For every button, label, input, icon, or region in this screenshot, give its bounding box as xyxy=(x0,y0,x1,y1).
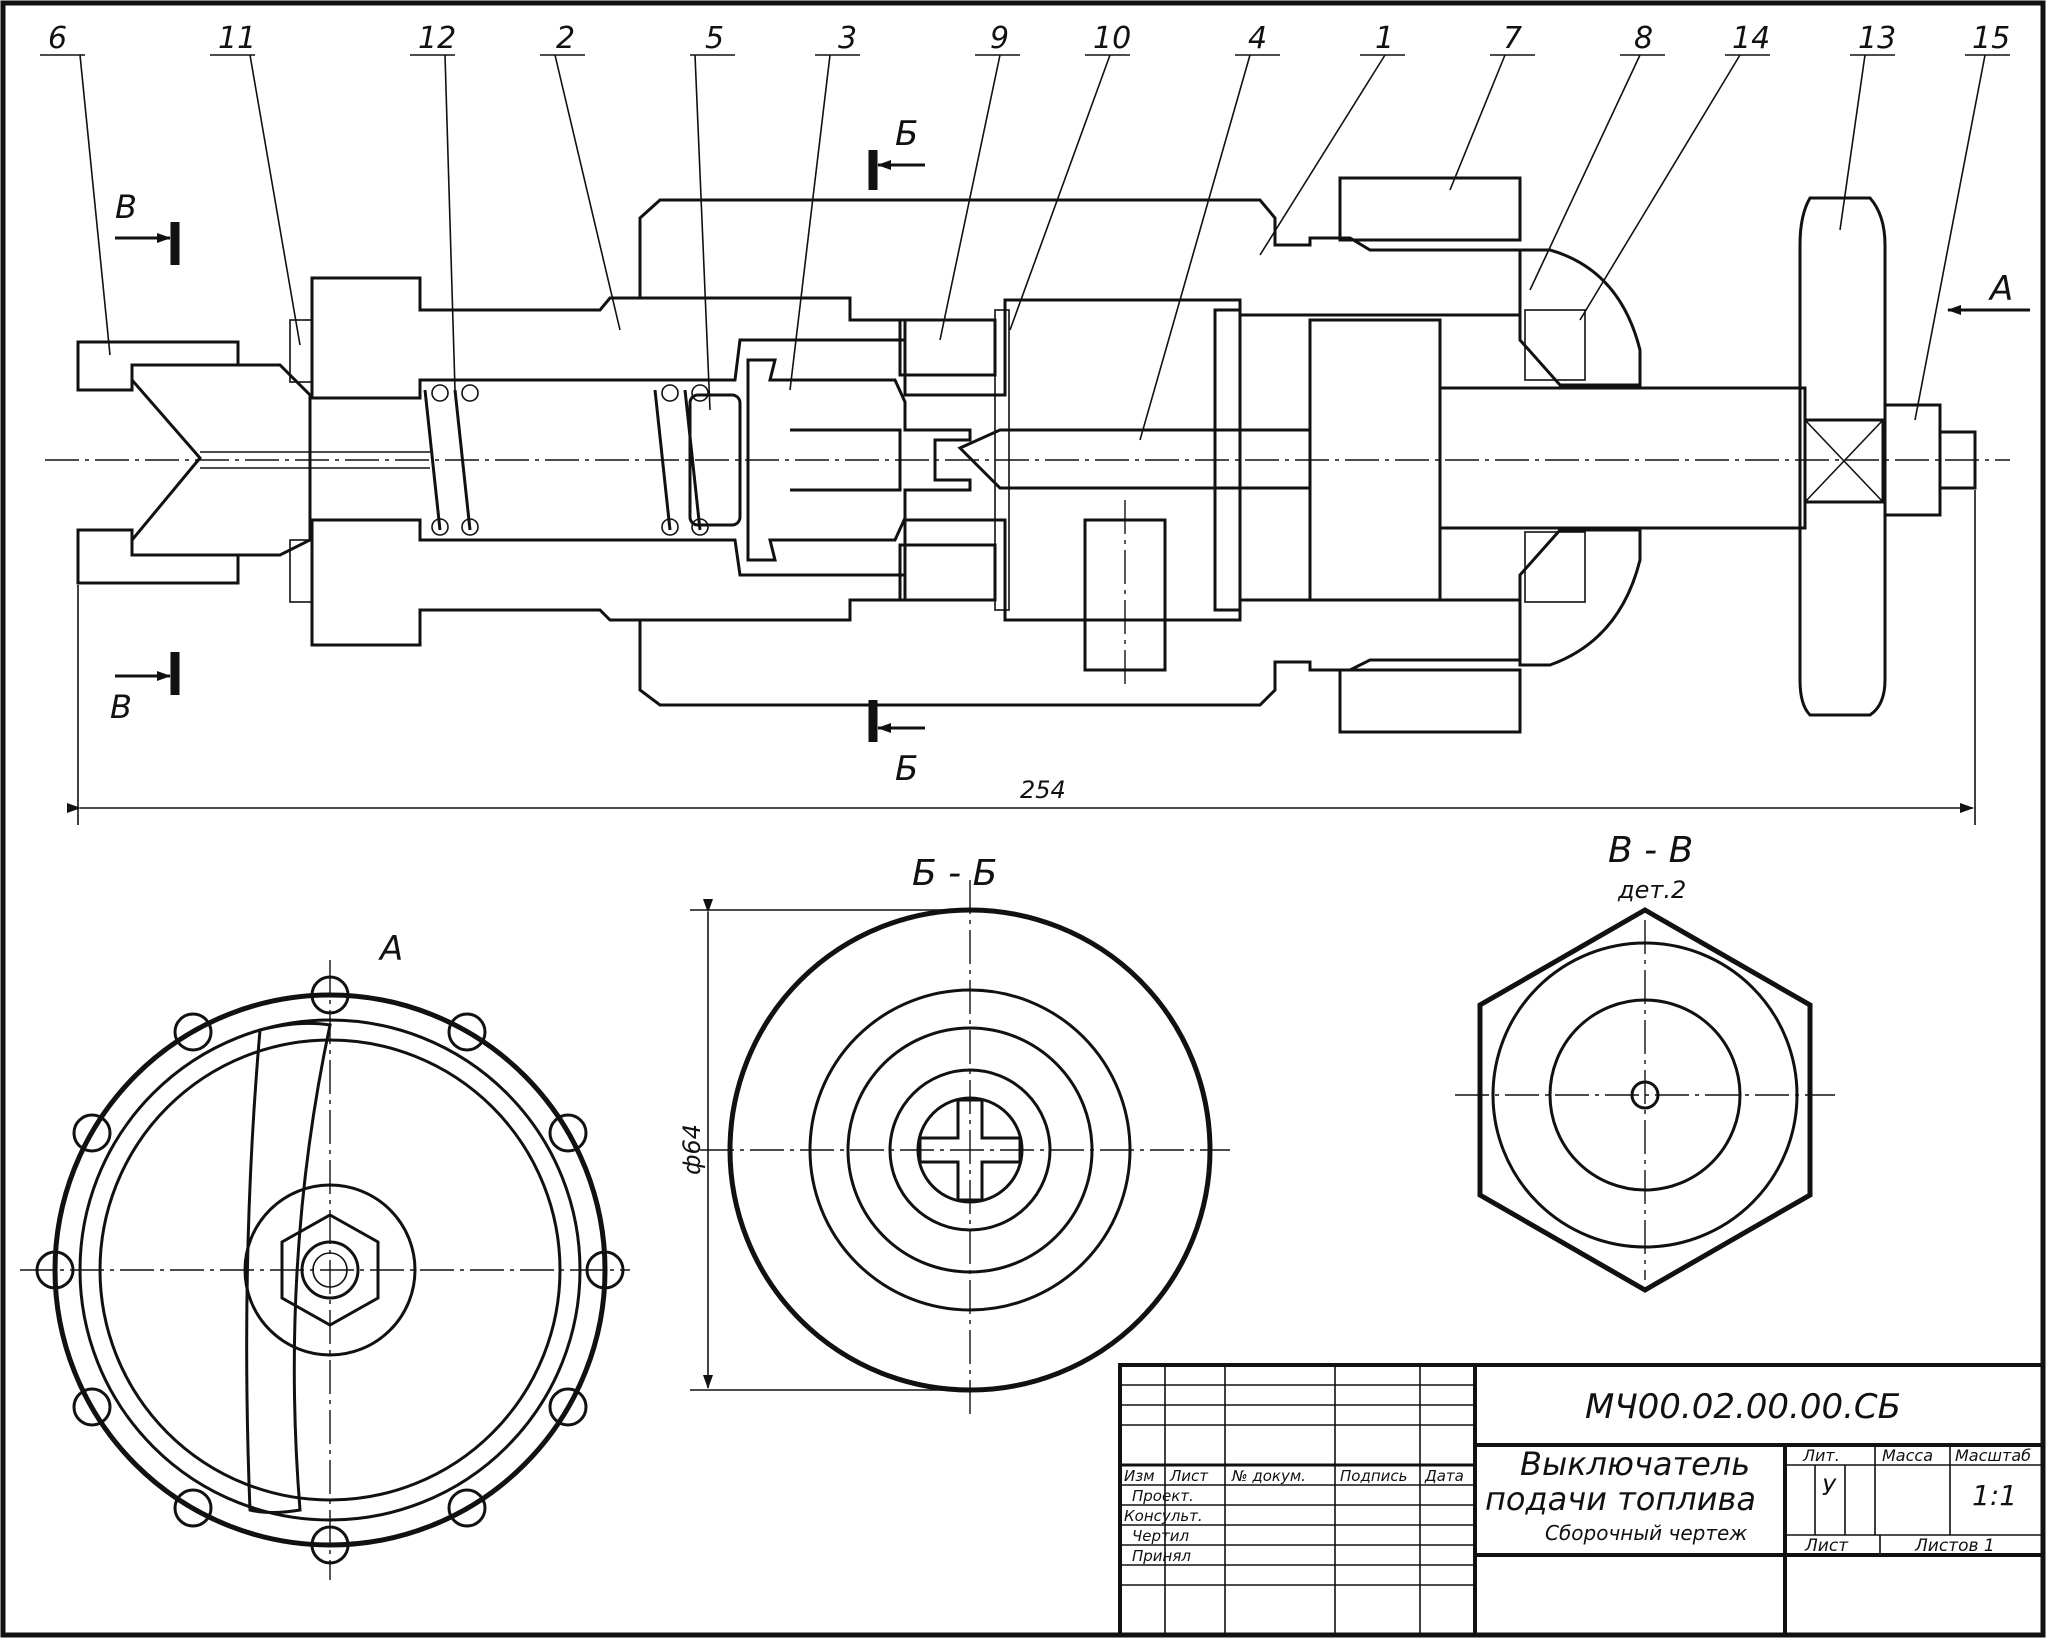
section-v-letter-bottom: В xyxy=(110,688,132,726)
callout-3: 3 xyxy=(838,21,857,56)
view-a: А xyxy=(20,929,630,1580)
section-vv-note: дет.2 xyxy=(1617,876,1686,904)
section-b-letter-bottom: Б xyxy=(895,749,918,789)
hub-bore-inner xyxy=(312,1252,348,1288)
section-bb-title: Б - Б xyxy=(912,853,997,894)
handwheel-knurl-bumps xyxy=(35,975,625,1565)
bb-inner-ring xyxy=(846,1026,1094,1274)
section-bb: Б - Б ф64 xyxy=(678,853,1230,1420)
tb-name-line1: Выключатель xyxy=(1520,1445,1750,1483)
tb-scale-label: Масштаб xyxy=(1955,1446,2031,1465)
callout-4: 4 xyxy=(1248,21,1267,56)
tb-sheet-label: Лист xyxy=(1804,1536,1849,1556)
handwheel-web xyxy=(98,1038,562,1502)
callout-11: 11 xyxy=(218,21,256,56)
main-section-view: 6 11 12 2 5 3 9 10 4 1 7 8 14 13 15 Б Б … xyxy=(40,21,2030,825)
tb-doc-type: Сборочный чертеж xyxy=(1545,1521,1747,1545)
stem-collar xyxy=(1213,308,1242,612)
title-block-frame xyxy=(1118,1363,2045,1637)
callout-6: 6 xyxy=(48,21,67,56)
handwheel-break-line xyxy=(245,1021,332,1514)
section-b-letter-top: Б xyxy=(895,114,918,154)
tb-lit-value: У xyxy=(1822,1476,1837,1501)
part-7-nut-top xyxy=(1338,176,1522,242)
bb-dim-text: ф64 xyxy=(678,1124,706,1175)
tb-col-sign: Подпись xyxy=(1340,1467,1407,1485)
callout-numbers: 6 11 12 2 5 3 9 10 4 1 7 8 14 13 15 xyxy=(48,21,2010,56)
vv-hex xyxy=(1477,907,1813,1293)
tb-role-project: Проект. xyxy=(1132,1487,1194,1505)
hub-bore xyxy=(300,1240,360,1300)
bb-middle-ring xyxy=(808,988,1132,1312)
handwheel-hub xyxy=(243,1183,417,1357)
callout-10: 10 xyxy=(1093,21,1131,56)
part-10-washer xyxy=(994,309,1010,611)
handwheel-inner-rim xyxy=(78,1018,582,1522)
tb-col-list: Лист xyxy=(1169,1467,1209,1485)
part-14-packing-bottom xyxy=(1524,531,1586,603)
part-13-handwheel xyxy=(1798,196,1887,717)
tb-role-consult: Консульт. xyxy=(1124,1507,1203,1525)
square-hole-cross xyxy=(1804,419,1884,503)
view-a-letter: А xyxy=(1988,269,2013,309)
handwheel-outer-rim xyxy=(52,992,608,1548)
tb-col-doc: № докум. xyxy=(1231,1467,1306,1485)
bb-core xyxy=(888,1068,1052,1232)
callout-5: 5 xyxy=(705,21,724,56)
view-a-title: А xyxy=(378,929,403,969)
tb-mass-label: Масса xyxy=(1882,1446,1933,1465)
part-8-cap xyxy=(1518,248,1642,387)
section-vv-title: В - В xyxy=(1608,830,1693,871)
part-4-needle xyxy=(957,428,1312,490)
section-vv: В - В дет.2 xyxy=(1455,830,1835,1293)
callout-2: 2 xyxy=(556,21,575,56)
tb-col-izm: Изм xyxy=(1124,1467,1155,1485)
tb-sheets-label: Листов 1 xyxy=(1914,1536,1995,1556)
part-11-gasket-top xyxy=(289,319,313,383)
part-12-spring xyxy=(423,384,709,536)
part-3-valve xyxy=(746,358,972,562)
callout-12: 12 xyxy=(418,21,456,56)
callout-14: 14 xyxy=(1732,21,1770,56)
bb-cross-slots xyxy=(918,1098,1022,1202)
part-14-packing-top xyxy=(1524,309,1586,381)
tb-designation: МЧ00.02.00.00.СБ xyxy=(1585,1387,1901,1427)
part-1-housing-lower xyxy=(638,518,1522,707)
bb-cross-boss xyxy=(916,1096,1024,1204)
fitting-cone xyxy=(130,363,312,557)
part-9-seat-bottom xyxy=(898,543,997,602)
valve-slot xyxy=(790,428,902,492)
callout-1: 1 xyxy=(1375,21,1394,56)
callout-leaders xyxy=(79,54,1986,441)
tb-role-accepted: Принял xyxy=(1132,1547,1191,1565)
tb-name-line2: подачи топлива xyxy=(1485,1480,1756,1518)
stem-shaft xyxy=(1438,386,1807,530)
tb-col-date: Дата xyxy=(1424,1467,1464,1485)
dim-text-254: 254 xyxy=(1020,776,1066,804)
section-v-letter-top: В xyxy=(115,188,137,226)
stem-end xyxy=(1938,430,1977,490)
title-block: Изм Лист № докум. Подпись Дата Проект. К… xyxy=(1118,1363,2045,1637)
tb-scale-value: 1:1 xyxy=(1972,1479,2017,1512)
part-9-seat-top xyxy=(898,318,997,377)
tb-role-drawn: Чертил xyxy=(1132,1527,1190,1545)
callout-7: 7 xyxy=(1503,21,1522,56)
callout-13: 13 xyxy=(1858,21,1896,56)
hub-hex-nut xyxy=(280,1213,380,1327)
part-5-plunger xyxy=(688,393,742,527)
callout-15: 15 xyxy=(1972,21,2010,56)
part-1-housing-upper xyxy=(638,198,1522,397)
callout-9: 9 xyxy=(990,21,1009,56)
part-8-cap-lower xyxy=(1518,528,1642,667)
tb-lit-label: Лит. xyxy=(1802,1446,1840,1465)
handwheel-square-hole xyxy=(1803,418,1885,504)
callout-8: 8 xyxy=(1634,21,1653,56)
part-7-nut-bottom xyxy=(1338,668,1522,734)
